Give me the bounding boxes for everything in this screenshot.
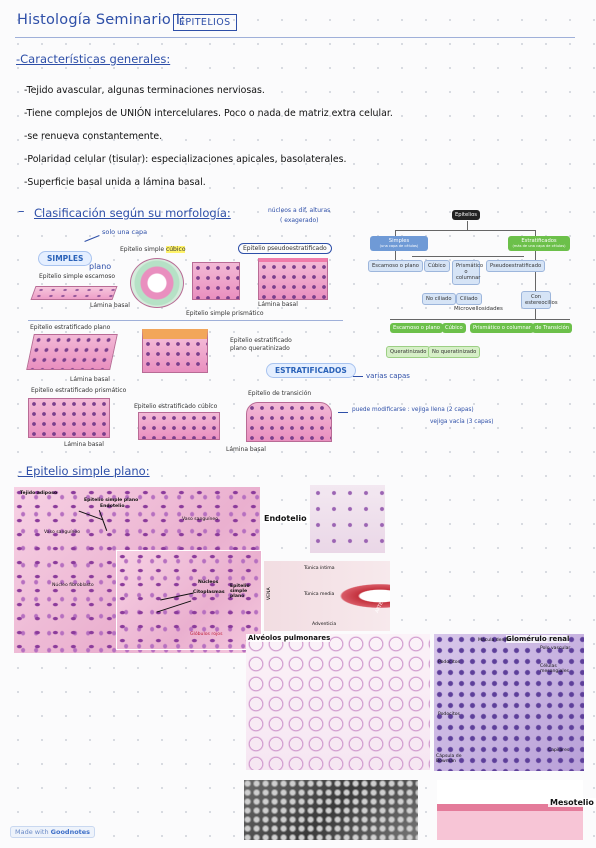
note-several-layers: varias capas — [366, 372, 410, 380]
section-heading-simple-squamous: - Epitelio simple plano: — [18, 464, 150, 478]
cm-node-estereocilios: Con estereocilios — [521, 291, 558, 310]
badge-estratificados: ESTRATIFICADOS — [266, 363, 356, 378]
label-lamina-basal: Lámina basal — [226, 446, 266, 453]
label-podocitos: Podocitos — [438, 660, 460, 665]
title-divider — [15, 37, 575, 38]
label-tunica-media: Túnica media — [304, 592, 335, 597]
label-estrat-plano: Epitelio estratificado plano — [30, 324, 111, 331]
label-tunica-intima: Túnica íntima — [304, 566, 335, 571]
note-can-change: puede modificarse : vejiga llena (2 capa… — [352, 407, 474, 413]
cm-node-cubico: Cúbico — [424, 260, 450, 273]
note-arrow — [353, 376, 363, 377]
tissue-simple-squamous — [30, 286, 118, 300]
micrograph-inset — [116, 550, 262, 650]
micrograph-mesotelio — [437, 780, 583, 840]
label-mesotelio: Mesotelio — [548, 798, 596, 807]
tissue-simple-columnar — [192, 262, 240, 300]
label-nucleo-fibroblasto: Núcleo fibroblasto — [52, 583, 94, 588]
note-plano: plano — [89, 262, 112, 271]
cm-node-e-escamoso: Escamoso o plano — [390, 323, 443, 334]
cm-node-e-cubico: Cúbico — [442, 323, 466, 334]
cm-node-queratinizado: Queratinizado — [386, 346, 431, 359]
micrograph-endotelio — [310, 485, 385, 553]
label-podocitos: Podocitos — [438, 712, 460, 717]
cm-node-prismatico: Prismático o columnar — [452, 260, 483, 285]
tissue-simple-cuboidal — [130, 258, 184, 308]
label-estrat-prismatico: Epitelio estratificado prismático — [31, 387, 127, 394]
cm-node-e-transicion: de Transición — [532, 323, 573, 334]
section-heading-general: -Características generales: — [16, 52, 171, 66]
label-macula-densa: Mácula densa — [478, 638, 510, 643]
tissue-stratified-columnar — [28, 398, 110, 438]
note-empty-bladder: vejiga vacía (3 capas) — [430, 419, 494, 425]
note-arrow — [338, 412, 348, 413]
label-polo-vascular: Polo vascular — [540, 646, 571, 651]
goodnotes-badge: Made with Goodnotes — [10, 826, 96, 838]
cm-node-ciliado: Ciliado — [456, 293, 482, 306]
label-glomerulo: Glomérulo renal — [506, 635, 570, 643]
label-simple-escamoso: Epitelio simple escamoso — [39, 273, 116, 280]
label-adventicia: Adventicia — [312, 622, 337, 627]
label-epitelio-simple-plano-2: Epitelio simple plano — [230, 584, 250, 599]
micrograph-alveolos — [246, 634, 430, 770]
label-lamina-basal: Lámina basal — [64, 441, 104, 448]
page-title: Histología Seminario I: — [17, 12, 186, 28]
cm-node-escamoso: Escamoso o plano — [368, 260, 423, 273]
label-simple-cubico: Epitelio simple cúbico — [120, 246, 186, 253]
label-lamina-basal: Lámina basal — [90, 302, 130, 309]
label-capsula-bowman: Cápsula de Bowman — [436, 754, 462, 764]
cm-node-e-prismatico: Prismático o columnar — [470, 323, 534, 334]
label-endotelio-small: Endotelio — [100, 504, 125, 509]
title-tag: EPITELIOS — [173, 14, 237, 31]
note-one-layer: solo una capa — [102, 228, 148, 236]
note-arrow — [84, 235, 100, 242]
micrograph-sem — [244, 780, 418, 840]
cm-node-estratificados: Estratificados (más de una capa de célul… — [508, 236, 570, 251]
label-nucleos: Núcleos — [198, 580, 219, 585]
tissue-stratified-keratinized — [142, 329, 208, 373]
note-nuclei-exaggerated: ( exagerado) — [280, 217, 319, 224]
cm-node-no-queratinizado: No queratinizado — [428, 346, 481, 359]
cm-node-simples: Simples (una capa de células) — [370, 236, 428, 251]
micrograph-glomerulo — [434, 634, 584, 771]
tissue-stratified-squamous — [26, 334, 118, 370]
label-estrat-queratinizado: Epitelio estratificado — [230, 337, 292, 344]
cm-node-no-ciliado: No ciliado — [422, 293, 456, 306]
label-transicion: Epitelio de transición — [248, 390, 312, 397]
note-nuclei: núcleos a dif. alturas — [268, 207, 331, 214]
cm-node-epitelios: Epitelios — [452, 210, 480, 221]
figure-divider — [28, 320, 343, 321]
label-citoplasmas: Citoplasmas — [193, 590, 225, 595]
bullet-item: -Tejido avascular, algunas terminaciones… — [24, 85, 265, 96]
cm-node-pseudo: Pseudoestratificado — [486, 260, 546, 273]
section-heading-classification: Clasificación según su morfología: — [34, 206, 231, 220]
label-alveolos: Alvéolos pulmonares — [248, 634, 331, 642]
bullet-item: -Tiene complejos de UNIÓN intercelulares… — [24, 108, 393, 119]
cm-text-microvellosidades: Microvellosidades — [454, 306, 503, 312]
label-vaso-sanguineo: Vaso sanguíneo — [44, 530, 81, 535]
label-estrat-queratinizado: plano queratinizado — [230, 345, 290, 352]
label-tejido-adiposo: Tejido adiposo — [20, 491, 58, 496]
tissue-transitional — [246, 402, 332, 442]
label-endotelio: Endotelio — [262, 514, 309, 523]
label-pseudoestratificado: Epitelio pseudoestratificado — [238, 243, 332, 254]
label-celulas-mesangiales: Células mesangiales — [540, 664, 569, 674]
bullet-item: -se renueva constantemente. — [24, 131, 163, 142]
label-lamina-basal: Lámina basal — [258, 301, 298, 308]
tissue-pseudostratified — [258, 258, 328, 300]
label-lamina-basal: Lámina basal — [70, 376, 110, 383]
label-estrat-cubico: Epitelio estratificado cúbico — [134, 403, 218, 410]
bullet-item: -Superficie basal unida a lámina basal. — [24, 177, 206, 188]
tissue-stratified-cuboidal — [138, 412, 220, 440]
badge-simples: SIMPLES — [38, 251, 93, 266]
bullet-item: -Polaridad celular (tisular): especializ… — [24, 154, 347, 165]
label-epitelio-simple-plano: Epitelio simple plano — [84, 498, 139, 503]
label-vaso-sanguineo: Vaso sanguíneo — [182, 517, 219, 522]
label-capilares: Capilares — [548, 748, 570, 753]
label-vena: VENA — [267, 587, 272, 600]
micrograph-vessel — [264, 561, 390, 631]
label-simple-prismatico: Epitelio simple prismático — [186, 310, 264, 317]
label-globulos-rojos: Glóbulos rojos — [190, 632, 223, 637]
